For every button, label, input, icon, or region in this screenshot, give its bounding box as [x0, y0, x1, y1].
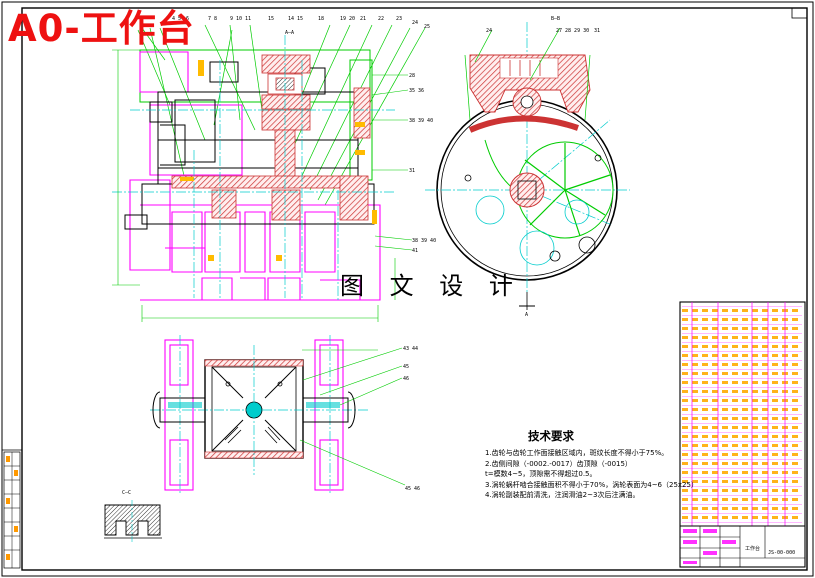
- svg-text:21: 21: [360, 16, 366, 22]
- title-block-code: JS-00-000: [768, 550, 796, 556]
- svg-text:6: 6: [186, 16, 189, 22]
- svg-text:5: 5: [178, 16, 181, 22]
- section-label-cc: C—C: [122, 490, 132, 496]
- svg-text:46: 46: [403, 376, 409, 382]
- sheet-corner-mark: [791, 7, 808, 19]
- section-cut-label: A: [525, 312, 529, 318]
- plan-view: 43 44 45 46 45 46: [150, 335, 420, 495]
- technical-requirement-item: 1.齿轮与齿轮工作面接触区域内，斑纹长度不得小于75%。: [485, 449, 669, 457]
- technical-requirement-item: 2.齿侧间隙（-0002.-0017）齿顶隙（-0015）: [485, 459, 632, 468]
- technical-requirements-title: 技术要求: [528, 429, 574, 443]
- technical-requirements-list: 1.齿轮与齿轮工作面接触区域内，斑纹长度不得小于75%。 2.齿侧间隙（-000…: [485, 448, 698, 501]
- left-margin-fields: [3, 451, 21, 569]
- svg-text:35 36: 35 36: [409, 88, 424, 94]
- svg-text:27 28 29 30: 27 28 29 30: [556, 28, 589, 34]
- svg-text:31: 31: [594, 28, 600, 34]
- svg-text:23: 23: [396, 16, 402, 22]
- svg-text:9 10 11: 9 10 11: [230, 16, 251, 22]
- svg-text:25: 25: [424, 24, 430, 30]
- svg-text:7 8: 7 8: [208, 16, 217, 22]
- parts-list-table: [679, 301, 806, 568]
- technical-requirement-item: t=模数4~5，顶隙需不得超过0.5。: [485, 470, 597, 479]
- svg-text:24: 24: [412, 20, 418, 26]
- technical-requirement-item: 3.涡轮蜗杆啮合接触面积不得小于70%，涡轮表面为4~6（25x25）: [485, 480, 698, 489]
- detail-c-view: [104, 500, 162, 542]
- svg-text:19 20: 19 20: [340, 16, 355, 22]
- svg-text:45: 45: [403, 364, 409, 370]
- svg-text:4: 4: [172, 16, 175, 22]
- watermark-text: 图 文 设 计: [340, 272, 522, 300]
- svg-text:45 46: 45 46: [405, 486, 420, 492]
- svg-text:38 39 40: 38 39 40: [409, 118, 433, 124]
- svg-text:43 44: 43 44: [403, 346, 418, 352]
- svg-text:28: 28: [409, 73, 415, 79]
- svg-text:38 39 40: 38 39 40: [412, 238, 436, 244]
- front-section-view: 28 35 36 38 39 40 31 38 39 40 41 45 6 7 8 9 …: [112, 16, 436, 322]
- svg-text:41: 41: [412, 248, 418, 254]
- svg-text:14 15: 14 15: [288, 16, 303, 22]
- side-section-view: 24 27 28 29 30 31: [425, 22, 630, 310]
- svg-text:24: 24: [486, 28, 492, 34]
- svg-text:31: 31: [409, 168, 415, 174]
- title-block-name: 工作台: [745, 546, 761, 552]
- svg-text:18: 18: [318, 16, 324, 22]
- sheet-size-stamp: A0-工作台: [8, 7, 195, 50]
- section-label-aa: A—A: [285, 30, 295, 36]
- svg-text:22: 22: [378, 16, 384, 22]
- technical-requirement-item: 4.涡轮副装配前清洗，注润滑油2~3次后注满油。: [485, 491, 640, 500]
- section-label-bb: B—B: [551, 16, 561, 22]
- svg-text:15: 15: [268, 16, 274, 22]
